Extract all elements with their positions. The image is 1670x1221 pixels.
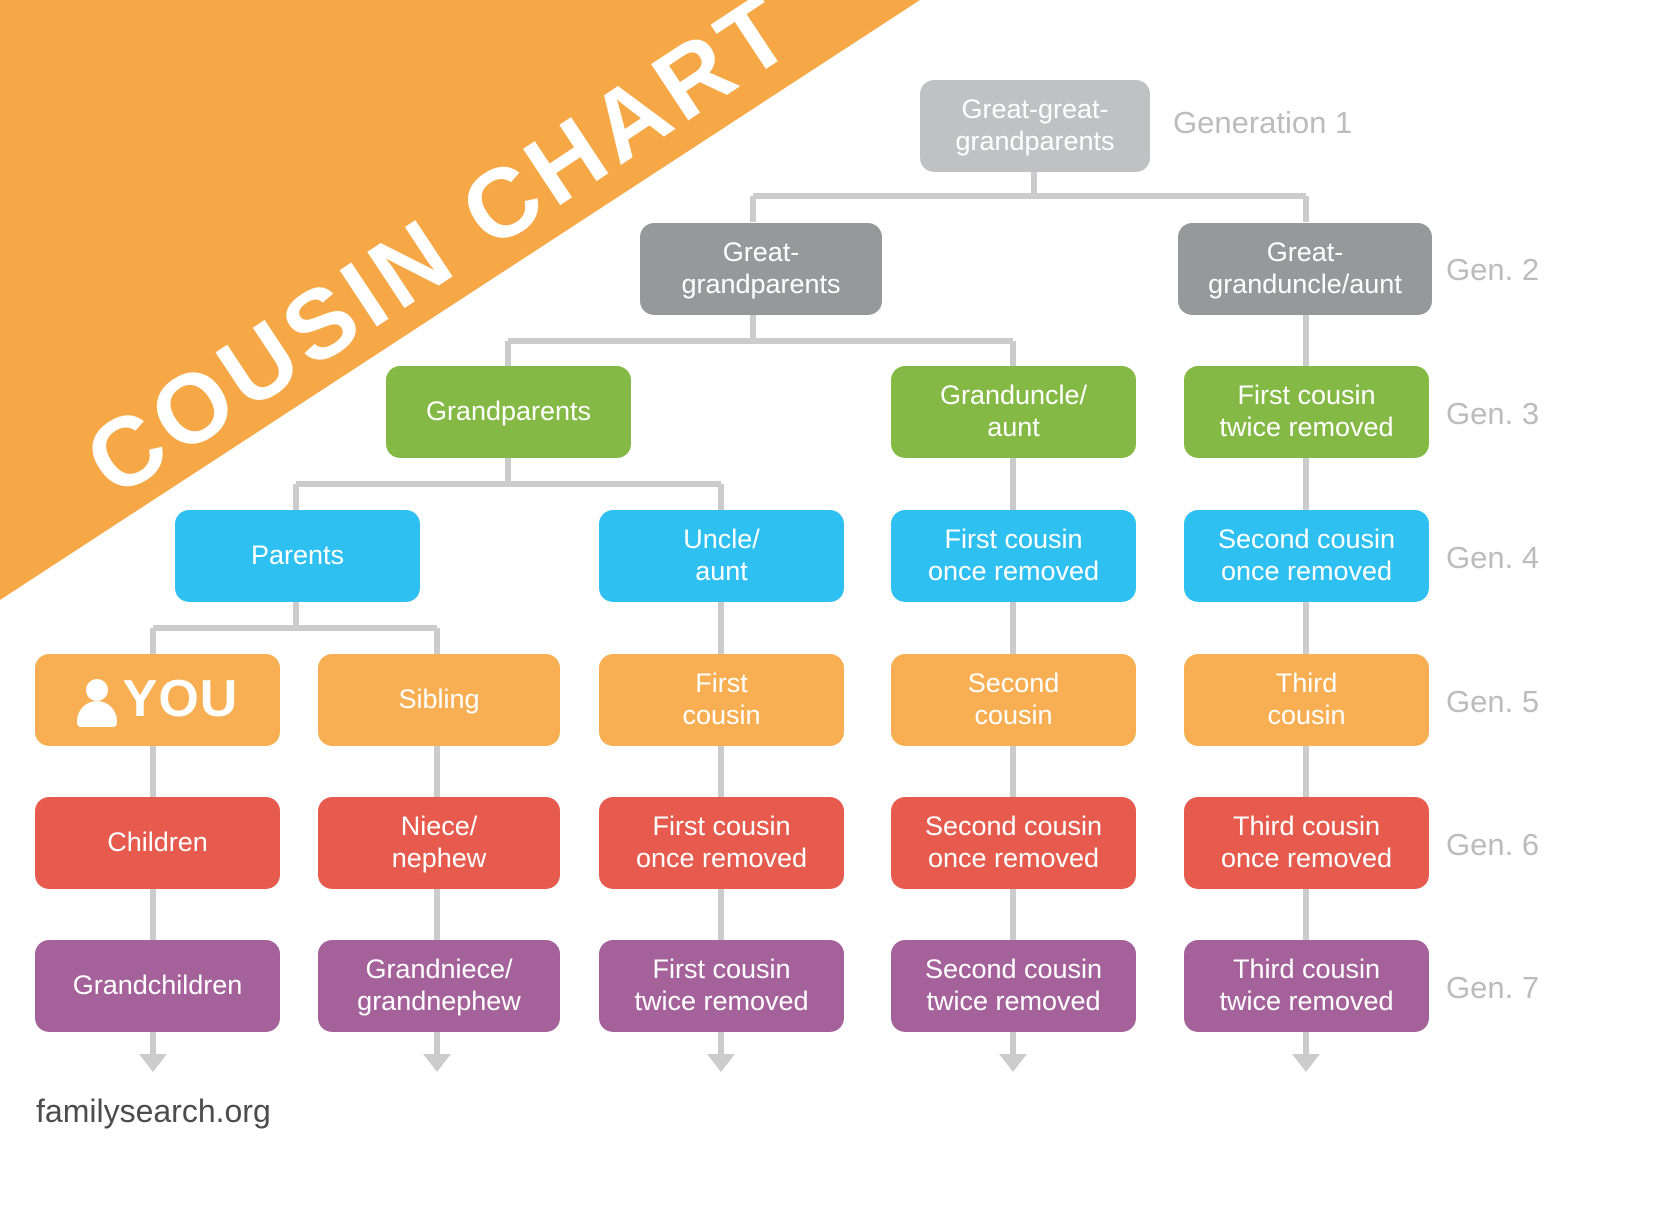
- node-third-cousin-twice-removed-gen7[interactable]: Third cousin twice removed: [1184, 940, 1429, 1032]
- node-first-cousin-once-removed-gen6[interactable]: First cousin once removed: [599, 797, 844, 889]
- node-great-granduncle-aunt[interactable]: Great- granduncle/aunt: [1178, 223, 1432, 315]
- node-granduncle-aunt[interactable]: Granduncle/ aunt: [891, 366, 1136, 458]
- node-niece-nephew[interactable]: Niece/ nephew: [318, 797, 560, 889]
- node-children[interactable]: Children: [35, 797, 280, 889]
- gen-label-6: Gen. 6: [1446, 827, 1540, 862]
- gen-label-4: Gen. 4: [1446, 540, 1540, 575]
- gen-label-2: Gen. 2: [1446, 252, 1540, 287]
- node-second-cousin-twice-removed-gen7[interactable]: Second cousin twice removed: [891, 940, 1136, 1032]
- node-uncle-aunt[interactable]: Uncle/ aunt: [599, 510, 844, 602]
- node-second-cousin-once-removed-gen6[interactable]: Second cousin once removed: [891, 797, 1136, 889]
- node-you[interactable]: YOU: [35, 654, 280, 746]
- node-second-cousin[interactable]: Second cousin: [891, 654, 1136, 746]
- node-second-cousin-once-removed-gen4[interactable]: Second cousin once removed: [1184, 510, 1429, 602]
- node-grandparents[interactable]: Grandparents: [386, 366, 631, 458]
- node-first-cousin[interactable]: First cousin: [599, 654, 844, 746]
- node-you-label: YOU: [122, 670, 239, 729]
- gen-label-1: Generation 1: [1173, 105, 1353, 140]
- node-third-cousin-once-removed-gen6[interactable]: Third cousin once removed: [1184, 797, 1429, 889]
- node-great-grandparents[interactable]: Great- grandparents: [640, 223, 882, 315]
- node-first-cousin-once-removed-gen4[interactable]: First cousin once removed: [891, 510, 1136, 602]
- node-great-great-grandparents[interactable]: Great-great- grandparents: [920, 80, 1150, 172]
- node-first-cousin-twice-removed-gen3[interactable]: First cousin twice removed: [1184, 366, 1429, 458]
- person-icon: [76, 677, 117, 727]
- node-first-cousin-twice-removed-gen7[interactable]: First cousin twice removed: [599, 940, 844, 1032]
- node-parents[interactable]: Parents: [175, 510, 420, 602]
- node-grandchildren[interactable]: Grandchildren: [35, 940, 280, 1032]
- node-third-cousin[interactable]: Third cousin: [1184, 654, 1429, 746]
- gen-label-5: Gen. 5: [1446, 684, 1540, 719]
- gen-label-7: Gen. 7: [1446, 970, 1540, 1005]
- node-sibling[interactable]: Sibling: [318, 654, 560, 746]
- source-url: familysearch.org: [36, 1093, 271, 1129]
- gen-label-3: Gen. 3: [1446, 396, 1540, 431]
- node-grandniece-grandnephew[interactable]: Grandniece/ grandnephew: [318, 940, 560, 1032]
